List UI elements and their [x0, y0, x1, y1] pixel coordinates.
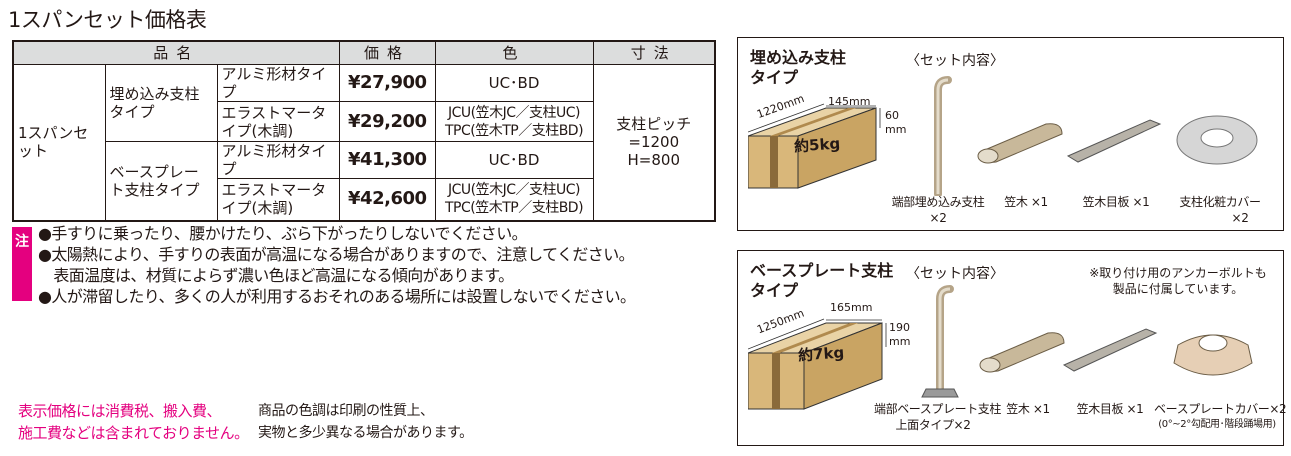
base-plate-post-panel: ベースプレート支柱 タイプ 〈セット内容〉 ※取り付け用のアンカーボルトも 製品… — [737, 250, 1287, 446]
tax-note-line: 表示価格には消費税、搬入費、 — [18, 402, 222, 420]
set-contents-label: 〈セット内容〉 — [906, 266, 1004, 282]
item-caption: 笠木 ×1 — [996, 401, 1060, 417]
note-line: ●太陽熱により、手すりの表面が高温になる場合がありますので、注意してください。 — [38, 245, 635, 264]
header-price: 価格 — [338, 40, 436, 65]
item-caption: 笠木目板 ×1 — [1074, 194, 1158, 210]
panel-title-line: タイプ — [750, 68, 799, 87]
embedded-post-panel: 埋め込み支柱 タイプ 〈セット内容〉 1220mm 145mm 60 mm 約5… — [737, 37, 1284, 231]
panel-title-line: 埋め込み支柱 — [750, 48, 847, 67]
item-caption: ベースプレートカバー×2 (0°~2°勾配用･階段踊場用) — [1154, 401, 1287, 433]
dimension-cell: 支柱ピッチ=1200 H=800 — [592, 64, 716, 221]
item-caption-line: 笠木目板 ×1 — [1082, 195, 1150, 209]
caution-notes: ●手すりに乗ったり、腰かけたり、ぶら下がったりしないでください。 ●太陽熱により… — [38, 223, 636, 307]
post-cover-image — [1176, 115, 1258, 165]
item-caption-line: ×2 — [1231, 211, 1249, 225]
item-caption-line: 上面タイプ×2 — [895, 418, 971, 432]
box-height-unit: mm — [889, 335, 911, 348]
material-cell: アルミ形材タイプ — [216, 141, 340, 179]
material-cell: エラストマータイプ(木調) — [216, 178, 340, 221]
base-plate-post-image — [921, 285, 959, 398]
box-height-label: 190 mm — [889, 321, 910, 349]
item-caption: 端部埋め込み支柱 ×2 — [888, 194, 988, 226]
table-row: エラストマータイプ(木調) ¥42,600 JCU(笠木JC／支柱UC) TPC… — [13, 178, 715, 221]
shipping-box-image — [748, 318, 887, 410]
color-cell: UC･BD — [434, 64, 594, 102]
anchor-bolt-note-line: ※取り付け用のアンカーボルトも — [1089, 266, 1267, 280]
caution-mark: 注 — [12, 227, 32, 301]
table-row: 1スパンセット 埋め込み支柱タイプ アルミ形材タイプ ¥27,900 UC･BD… — [12, 64, 716, 221]
panel-title-line: タイプ — [750, 281, 799, 300]
note-line: ●手すりに乗ったり、腰かけたり、ぶら下がったりしないでください。 — [38, 224, 528, 243]
note-line: ●人が滞留したり、多くの人が利用するおそれのある場所には設置しないでください。 — [38, 287, 636, 306]
item-caption: 笠木 ×1 — [994, 194, 1058, 210]
item-caption-line: 笠木目板 ×1 — [1076, 402, 1144, 416]
price-table: 品名 価格 色 寸法 1スパンセット 埋め込み支柱タイプ アルミ形材タイプ ¥2… — [12, 40, 717, 222]
group-type-cell: 埋め込み支柱タイプ — [104, 64, 218, 142]
panel-title: ベースプレート支柱 タイプ — [750, 261, 893, 301]
item-caption: 笠木目板 ×1 — [1068, 401, 1152, 417]
color-cell: JCU(笠木JC／支柱UC) TPC(笠木TP／支柱BD) — [434, 101, 594, 142]
table-row: ベースプレート支柱タイプ アルミ形材タイプ ¥41,300 UC･BD — [13, 141, 715, 221]
note-line: 表面温度は、材質によらず濃い色ほど高温になる傾向があります。 — [38, 266, 514, 285]
base-plate-cover-image — [1173, 334, 1253, 376]
header-dimension: 寸法 — [592, 40, 716, 65]
tax-note-line: 施工費などは含まれておりません。 — [18, 424, 249, 442]
shipping-box-image — [748, 103, 881, 189]
anchor-bolt-note-line: 製品に付属しています。 — [1112, 282, 1244, 296]
color-note-line: 商品の色調は印刷の性質上、 — [258, 403, 434, 419]
header-item: 品名 — [12, 40, 340, 65]
item-caption-line: ×2 — [929, 211, 947, 225]
box-height-value: 60 — [885, 109, 899, 122]
color-note: 商品の色調は印刷の性質上、 実物と多少異なる場合があります。 — [258, 400, 473, 444]
item-caption-line: 支柱化粧カバー — [1179, 195, 1261, 209]
panel-title-line: ベースプレート支柱 — [750, 261, 894, 280]
color-cell: UC･BD — [434, 141, 594, 179]
box-weight-label: 約5kg — [793, 134, 841, 156]
item-caption-line: 端部ベースプレート支柱 — [874, 402, 1002, 416]
box-width-label: 145mm — [828, 95, 871, 108]
box-weight-label: 約7kg — [797, 343, 845, 365]
price-cell: ¥41,300 — [338, 141, 436, 179]
price-cell: ¥27,900 — [338, 64, 436, 102]
tax-note: 表示価格には消費税、搬入費、 施工費などは含まれておりません。 — [18, 400, 249, 444]
panel-title: 埋め込み支柱 タイプ — [750, 48, 846, 88]
box-height-unit: mm — [885, 123, 907, 136]
set-name-cell: 1スパンセット — [12, 64, 106, 221]
material-cell: エラストマータイプ(木調) — [216, 101, 340, 142]
embedded-post-image — [934, 76, 952, 196]
dimension-line: 支柱ピッチ=1200 — [616, 115, 692, 152]
group-type-cell: ベースプレート支柱タイプ — [104, 141, 218, 221]
box-height-label: 60 mm — [885, 109, 906, 137]
anchor-bolt-note: ※取り付け用のアンカーボルトも 製品に付属しています。 — [1078, 265, 1278, 297]
price-cell: ¥42,600 — [338, 178, 436, 221]
set-contents-label: 〈セット内容〉 — [906, 53, 1004, 69]
item-caption-line: ベースプレートカバー×2 — [1154, 402, 1287, 416]
dimension-line: H=800 — [627, 151, 680, 170]
handrail-image — [977, 123, 1063, 164]
handrail-image — [979, 332, 1065, 373]
color-cell: JCU(笠木JC／支柱UC) TPC(笠木TP／支柱BD) — [434, 178, 594, 221]
handrail-board-image — [1062, 326, 1158, 372]
page-title: 1スパンセット価格表 — [8, 8, 207, 32]
price-cell: ¥29,200 — [338, 101, 436, 142]
item-caption: 端部ベースプレート支柱 上面タイプ×2 — [874, 401, 1002, 433]
item-caption: 支柱化粧カバー ×2 — [1168, 194, 1272, 226]
table-header-row: 品名 価格 色 寸法 — [12, 40, 716, 65]
box-height-value: 190 — [889, 321, 910, 334]
header-color: 色 — [434, 40, 594, 65]
box-width-label: 165mm — [830, 301, 873, 314]
item-caption-line: 端部埋め込み支柱 — [891, 195, 985, 209]
color-note-line: 実物と多少異なる場合があります。 — [258, 425, 473, 441]
item-caption-line: 笠木 ×1 — [1006, 402, 1050, 416]
table-row: エラストマータイプ(木調) ¥29,200 JCU(笠木JC／支柱UC) TPC… — [13, 101, 715, 142]
handrail-board-image — [1066, 117, 1162, 163]
item-caption-line: (0°~2°勾配用･階段踊場用) — [1158, 419, 1276, 430]
material-cell: アルミ形材タイプ — [216, 64, 340, 102]
item-caption-line: 笠木 ×1 — [1004, 195, 1048, 209]
